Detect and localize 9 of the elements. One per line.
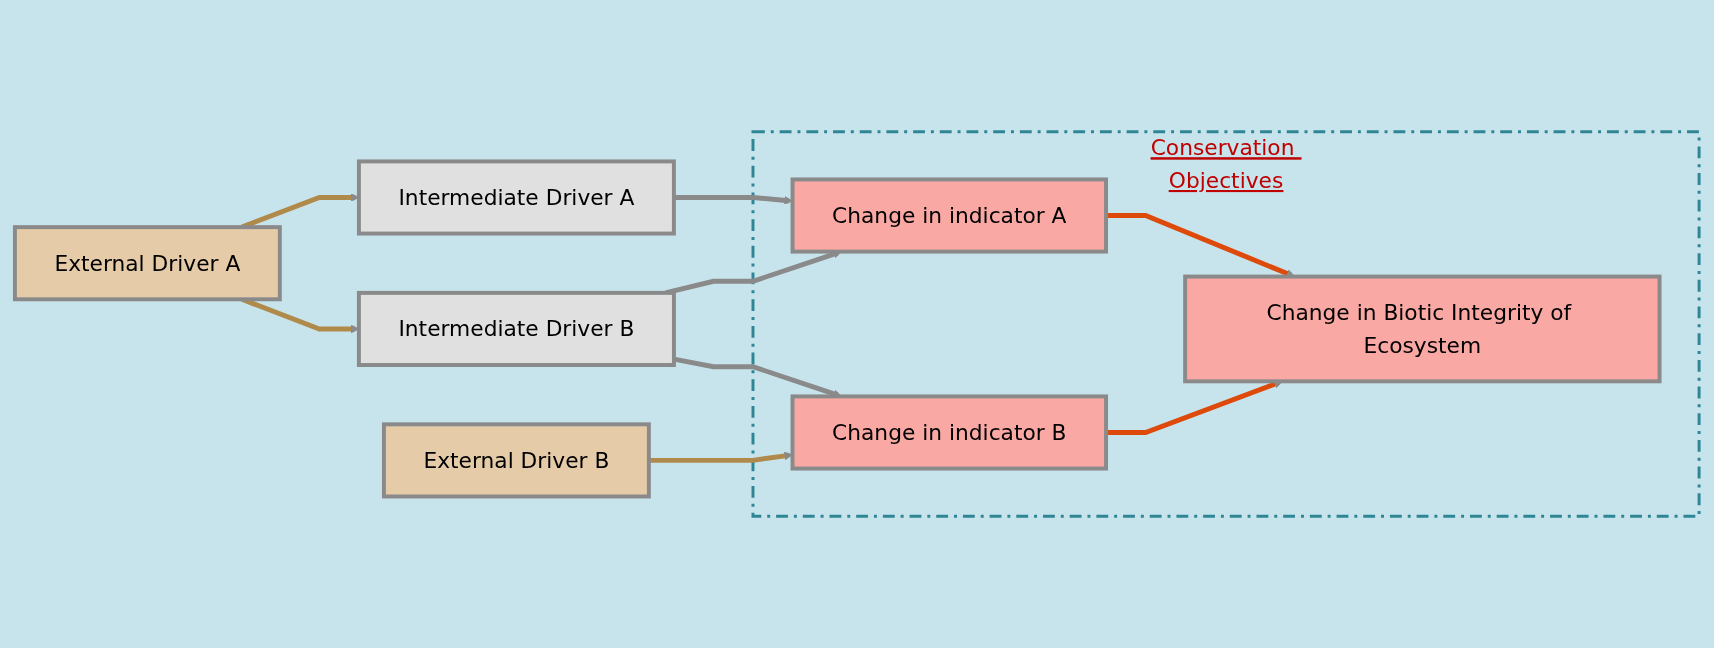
node-box: Change in indicator B [790,394,1109,471]
node-box: Intermediate Driver B [356,290,676,367]
node-box: External Driver B [381,422,651,499]
arrow [1106,380,1283,435]
node-box: Change in indicator A [790,177,1108,254]
arrow [1106,213,1295,278]
node-box: External Driver A [12,225,282,302]
node-box: Change in Biotic Integrity of Ecosystem [1183,274,1662,384]
node-box: Intermediate Driver A [356,159,676,236]
